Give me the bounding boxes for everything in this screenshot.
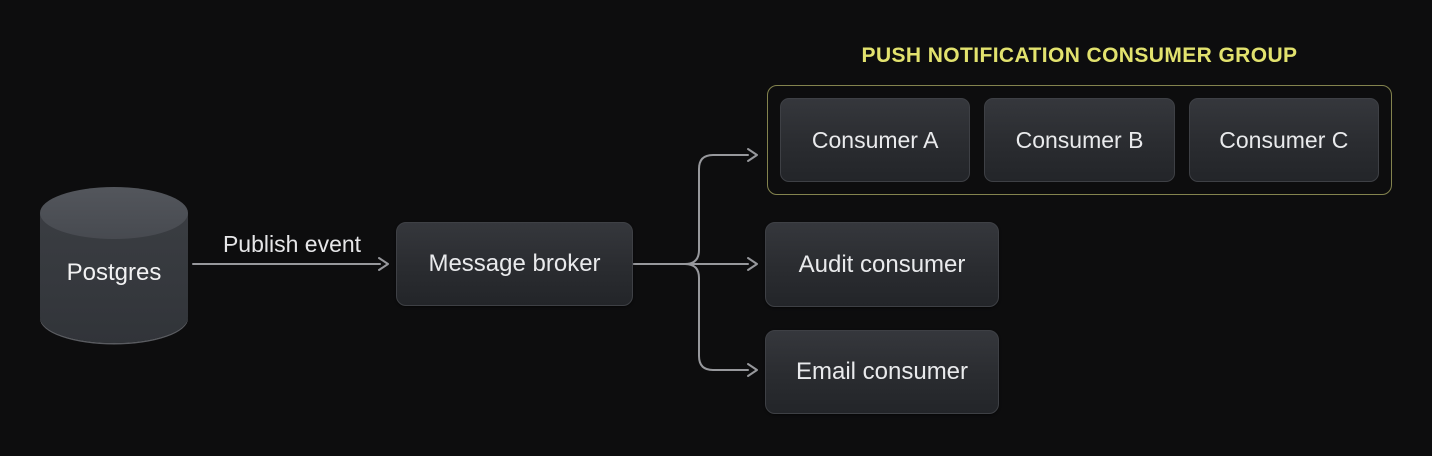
branch-middle-arrowhead-icon (747, 257, 758, 271)
consumer-b-label: Consumer B (1015, 126, 1144, 153)
email-consumer-label: Email consumer (795, 358, 969, 385)
postgres-label: Postgres (66, 259, 162, 286)
message-broker-label: Message broker (428, 250, 601, 277)
publish-arrowhead-icon (378, 257, 389, 271)
audit-consumer-label: Audit consumer (798, 250, 966, 278)
branch-bottom-arrowhead-icon (747, 363, 758, 377)
audit-consumer-node: Audit consumer (765, 222, 999, 307)
branch-top-line (632, 154, 749, 265)
consumer-b-node: Consumer B (984, 98, 1175, 182)
cylinder-top (40, 187, 188, 239)
branch-top-arrowhead-icon (747, 148, 758, 162)
push-notification-consumer-group: Consumer A Consumer B Consumer C (767, 85, 1392, 195)
consumer-group-title: PUSH NOTIFICATION CONSUMER GROUP (861, 44, 1298, 67)
consumer-c-label: Consumer C (1219, 126, 1349, 153)
consumer-a-label: Consumer A (811, 126, 939, 153)
email-consumer-node: Email consumer (765, 330, 999, 414)
consumer-a-node: Consumer A (780, 98, 971, 182)
consumer-c-node: Consumer C (1188, 98, 1379, 182)
message-broker-node: Message broker (396, 222, 633, 306)
postgres-database-node: Postgres (40, 187, 188, 343)
branch-bottom-line (632, 263, 749, 371)
publish-event-label: Publish event (222, 231, 362, 257)
